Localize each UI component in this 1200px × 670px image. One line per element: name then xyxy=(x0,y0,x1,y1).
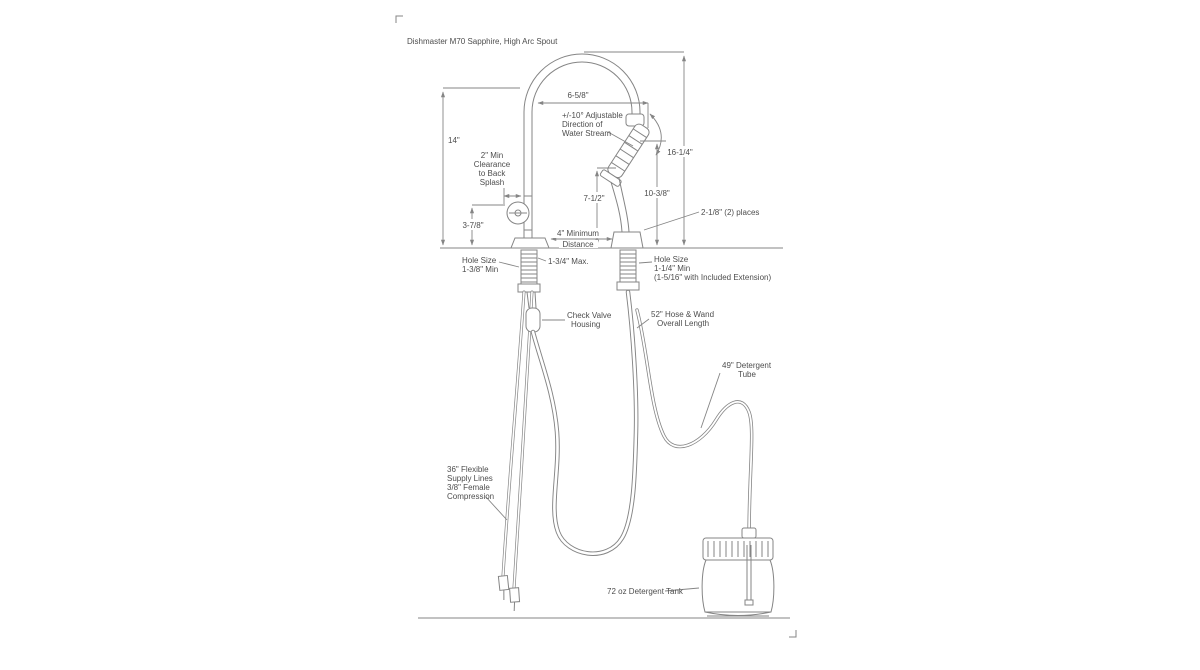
leader-tank xyxy=(664,587,700,592)
label-hole-right-3: (1-5/16" with Included Extension) xyxy=(654,273,771,282)
tank-body xyxy=(701,559,775,613)
label-clearance-3: to Back xyxy=(479,169,507,178)
label-min-distance-2: Distance xyxy=(562,240,594,249)
label-detergent-tube-1: 49" Detergent xyxy=(722,361,772,370)
compression-fitting-2 xyxy=(509,587,521,603)
tank-fitting xyxy=(741,527,757,539)
leader-adjustable xyxy=(607,131,634,147)
label-hose-2: Overall Length xyxy=(657,319,709,328)
spout-outer-curve xyxy=(523,53,641,248)
tank-dip-tube xyxy=(746,545,752,600)
label-max-hole: 1-3/4" Max. xyxy=(548,257,589,266)
adjust-arc-arrow xyxy=(649,113,662,156)
right-shank xyxy=(616,249,640,291)
label-masks xyxy=(458,146,696,248)
leader-detergent-tube xyxy=(700,372,721,429)
mask-10-38 xyxy=(642,187,673,198)
dimension-lines xyxy=(440,51,687,246)
mask-16-14 xyxy=(664,146,696,157)
check-valve-housing xyxy=(525,307,541,333)
wand-stem xyxy=(610,177,630,233)
label-clearance-1: 2" Min xyxy=(481,151,503,160)
mask-7-12 xyxy=(581,192,608,203)
hose-inner xyxy=(531,290,638,555)
fitting-stub-2 xyxy=(513,601,516,612)
hose-outer xyxy=(530,289,639,556)
label-hole-right-1: Hole Size xyxy=(654,255,689,264)
label-hole-left-2: 1-3/8" Min xyxy=(462,265,498,274)
label-hose-1: 52" Hose & Wand xyxy=(651,310,714,319)
faucet-body xyxy=(506,53,645,249)
corner-mark-top xyxy=(395,15,403,23)
label-detergent-tube-2: Tube xyxy=(738,370,756,379)
label-tank: 72 oz Detergent Tank xyxy=(607,587,684,596)
leader-hole-left xyxy=(498,261,520,268)
leader-supply-lines xyxy=(485,496,508,521)
faucet-escutcheon xyxy=(510,237,550,249)
label-hole-left-1: Hole Size xyxy=(462,256,497,265)
label-dim-10-38: 10-3/8" xyxy=(644,189,670,198)
label-adjustable-2: Direction of xyxy=(562,120,603,129)
leader-hole-right xyxy=(638,261,653,264)
left-shank-nut xyxy=(517,283,541,293)
leader-lines xyxy=(485,131,721,592)
spray-wand xyxy=(599,123,650,249)
dip-tube-strainer xyxy=(744,599,754,606)
left-shank-threads xyxy=(521,253,537,283)
detergent-tank xyxy=(701,527,775,617)
supply-fitting-2 xyxy=(509,587,521,612)
label-hole-right-2: 1-1/4" Min xyxy=(654,264,690,273)
tank-base-curve xyxy=(704,611,772,616)
label-supply-1: 36" Flexible xyxy=(447,465,489,474)
drawing-title: Dishmaster M70 Sapphire, High Arc Spout xyxy=(407,37,558,46)
detergent-tube-outer xyxy=(635,308,754,542)
label-adjustable-3: Water Stream xyxy=(562,129,611,138)
label-min-distance-1: 4" Minimum xyxy=(557,229,599,238)
spout-inner-curve xyxy=(531,61,633,248)
left-shank-body xyxy=(520,249,538,285)
label-dim-2-18: 2-1/8" (2) places xyxy=(701,208,759,217)
hose-loop xyxy=(530,289,639,556)
pipe-joint-lines xyxy=(524,195,532,231)
label-check-valve-1: Check Valve xyxy=(567,311,612,320)
mask-4-min-2 xyxy=(559,240,598,248)
label-check-valve-2: Housing xyxy=(571,320,600,329)
detergent-tube-inner xyxy=(636,309,753,541)
check-valve-connector xyxy=(526,291,537,309)
leader-2-18 xyxy=(643,211,700,231)
right-shank-nut xyxy=(616,281,640,291)
label-dim-14: 14" xyxy=(448,136,460,145)
wand-holder xyxy=(610,231,644,249)
right-shank-threads xyxy=(620,253,636,279)
label-clearance-4: Splash xyxy=(480,178,504,187)
label-supply-2: Supply Lines xyxy=(447,474,493,483)
spray-head-hatch xyxy=(611,128,647,172)
supply-line-1-inner xyxy=(502,291,525,577)
label-supply-4: Compression xyxy=(447,492,494,501)
label-dim-3-78: 3-7/8" xyxy=(462,221,483,230)
label-clearance-2: Clearance xyxy=(474,160,511,169)
leader-hose xyxy=(636,318,650,329)
detergent-tube xyxy=(635,308,754,542)
label-dim-7-12: 7-1/2" xyxy=(583,194,604,203)
left-shank xyxy=(517,249,541,293)
label-dim-6-58: 6-5/8" xyxy=(567,91,588,100)
mask-4-min-1 xyxy=(553,228,604,238)
label-adjustable-1: +/-10° Adjustable xyxy=(562,111,623,120)
compression-fitting-1 xyxy=(497,574,510,591)
label-supply-3: 3/8" Female xyxy=(447,483,490,492)
supply-lines xyxy=(497,290,534,612)
supply-line-2-inner xyxy=(513,291,533,589)
mask-3-78 xyxy=(458,219,488,230)
tank-lid-ribs xyxy=(707,541,769,557)
supply-fitting-1 xyxy=(497,574,510,601)
corner-mark-bottom xyxy=(789,630,797,638)
spray-head xyxy=(607,123,650,179)
fitting-stub-1 xyxy=(503,589,505,601)
label-dim-16-14: 16-1/4" xyxy=(667,148,693,157)
leader-max-hole xyxy=(537,257,547,262)
